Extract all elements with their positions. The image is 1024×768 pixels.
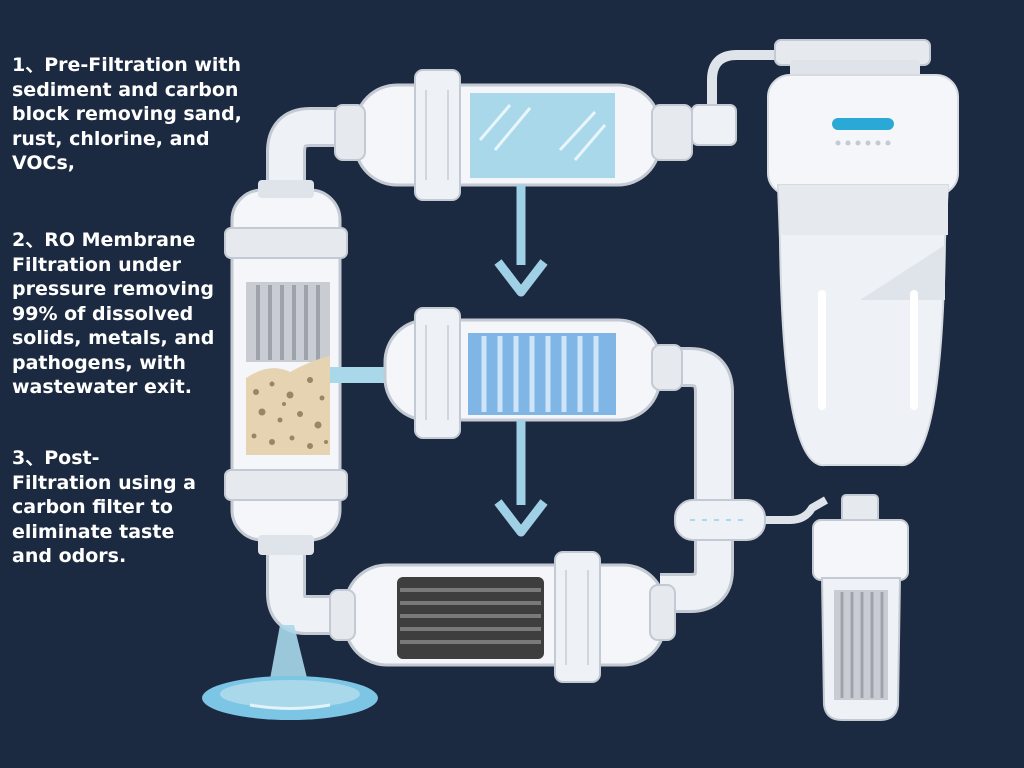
carbon-filter-icon <box>329 551 676 683</box>
step-2-text: 2、RO Membrane Filtration under pressure … <box>12 229 215 398</box>
pipe-network <box>266 50 828 635</box>
water-outlet-icon <box>202 625 378 720</box>
transfer-tube <box>330 367 390 383</box>
step-3-text: 3、Post- Filtration using a carbon filter… <box>12 447 196 567</box>
ro-membrane-icon <box>383 307 683 439</box>
ro-system-unit-icon <box>767 39 959 467</box>
wastewater-connector <box>674 499 766 541</box>
pipe-connector <box>691 104 737 146</box>
small-canister-icon <box>812 494 909 721</box>
sediment-filter-icon <box>224 180 348 555</box>
step-1-text: 1、Pre-Filtration with sediment and carbo… <box>12 54 242 174</box>
flow-arrow-icon <box>494 185 548 297</box>
flow-arrow-icon <box>494 420 548 537</box>
pre-filter-icon <box>334 69 693 201</box>
